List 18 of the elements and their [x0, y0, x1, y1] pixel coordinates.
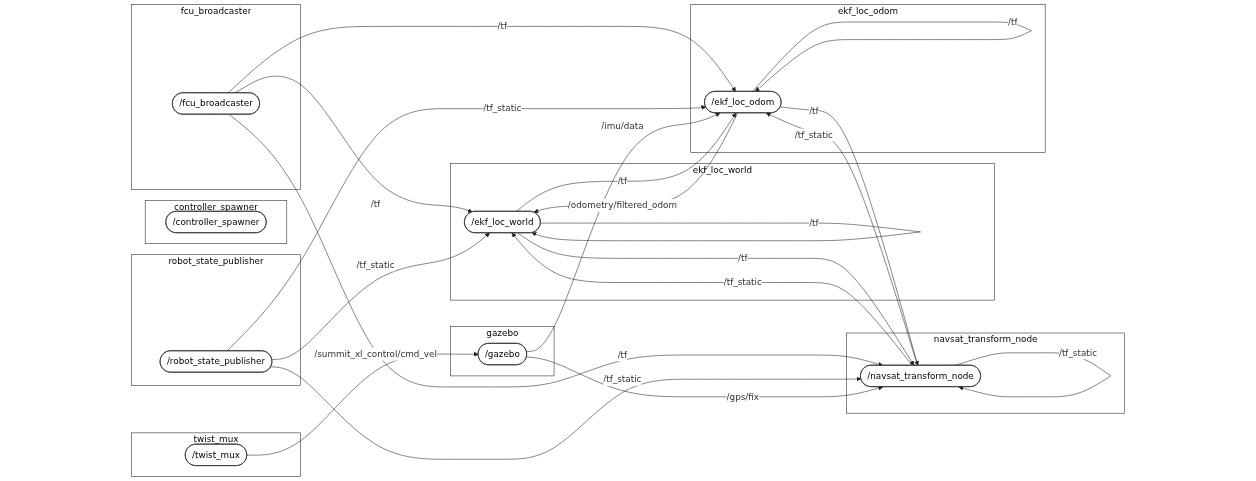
edge-label: /tf — [370, 198, 381, 210]
edge-label: /tf_static — [1058, 347, 1098, 358]
edge-label: /summit_xl_control/cmd_vel — [314, 348, 437, 359]
edge-label: /tf — [809, 217, 819, 229]
edge-label: /odometry/filtered_odom — [567, 199, 677, 211]
edge-label: /tf — [809, 105, 819, 116]
edge-label: /tf_static — [794, 129, 833, 141]
edge-label: /tf — [1008, 16, 1018, 27]
edge-label: /tf — [617, 175, 628, 187]
edge-label: /tf — [497, 20, 508, 32]
edge-label: /tf_static — [723, 277, 762, 288]
edge-label: /tf_static — [483, 103, 522, 114]
edge-label: /tf — [738, 252, 748, 264]
edge-label: /imu/data — [601, 120, 644, 132]
edge-label: /tf_static — [603, 373, 642, 385]
edge-label: /tf — [617, 349, 628, 360]
edge-label: /gps/fix — [726, 391, 760, 402]
edge-label: /tf_static — [356, 259, 395, 270]
